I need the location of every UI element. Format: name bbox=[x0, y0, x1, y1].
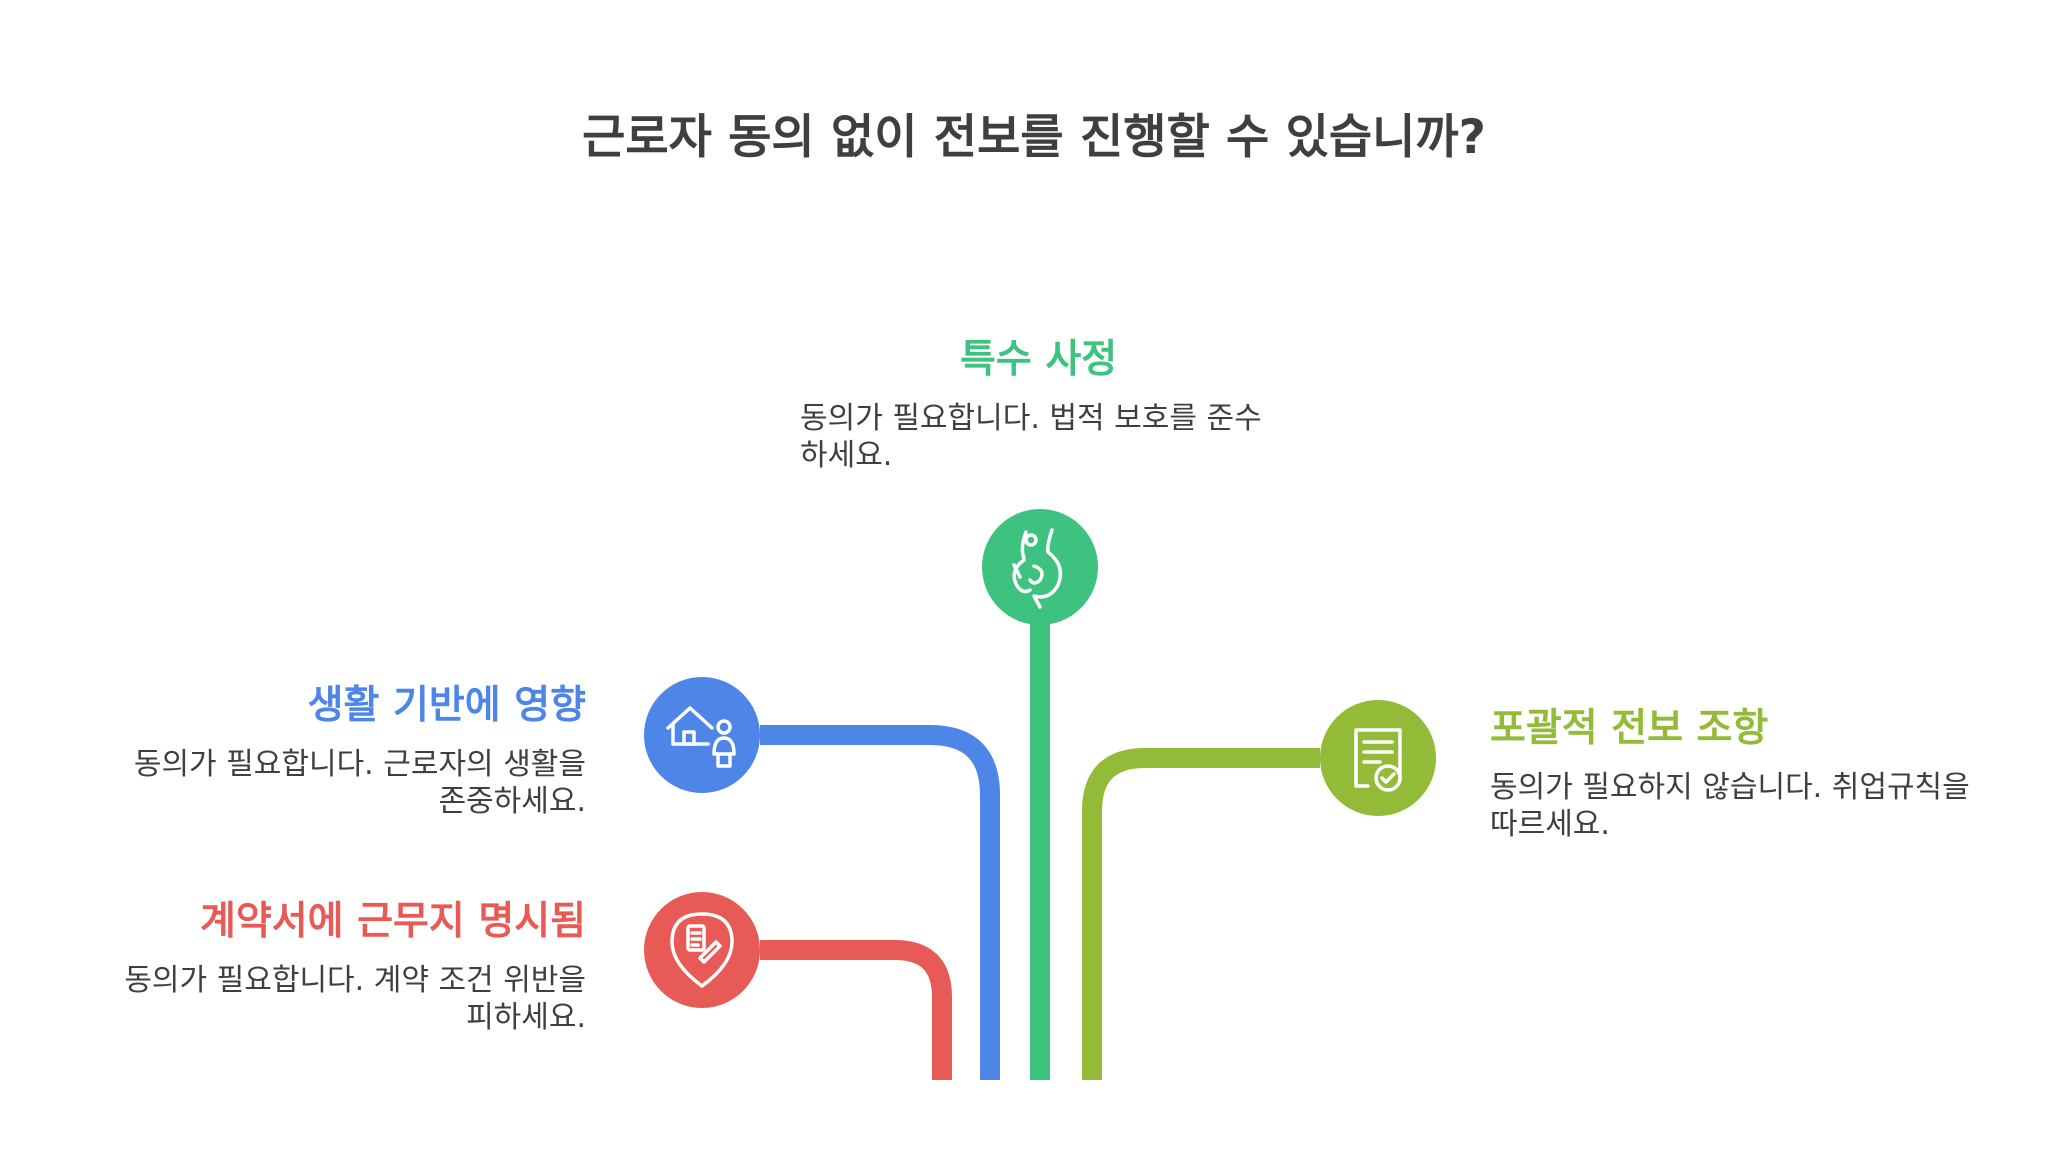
connector-comprehensive bbox=[1082, 748, 1320, 1080]
connector-contract bbox=[760, 940, 952, 1080]
livelihood-heading: 생활 기반에 영향 bbox=[307, 683, 586, 728]
pregnant-woman-icon bbox=[982, 509, 1098, 625]
connector-livelihood bbox=[760, 725, 1000, 1080]
livelihood-description: 동의가 필요합니다. 근로자의 생활을 존중하세요. bbox=[133, 747, 586, 819]
contract-heading: 계약서에 근무지 명시됨 bbox=[200, 899, 586, 944]
home-person-icon bbox=[644, 677, 760, 793]
certificate-document-icon bbox=[1320, 700, 1436, 816]
special-description: 동의가 필요합니다. 법적 보호를 준수 하세요. bbox=[800, 401, 1262, 473]
page-title: 근로자 동의 없이 전보를 진행할 수 있습니까? bbox=[582, 110, 1486, 165]
comprehensive-heading: 포괄적 전보 조항 bbox=[1490, 706, 1769, 751]
comprehensive-description: 동의가 필요하지 않습니다. 취업규칙을 따르세요. bbox=[1490, 770, 1970, 842]
contract-description: 동의가 필요합니다. 계약 조건 위반을 피하세요. bbox=[124, 963, 586, 1035]
document-location-pin-icon bbox=[644, 892, 760, 1008]
special-heading: 특수 사정 bbox=[960, 337, 1118, 382]
